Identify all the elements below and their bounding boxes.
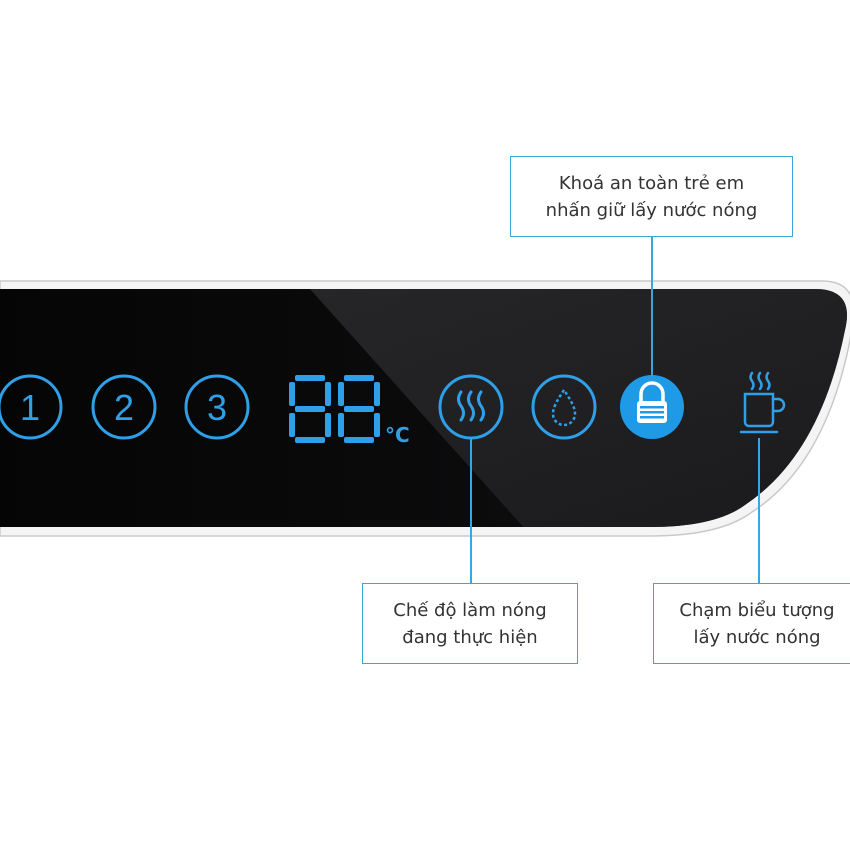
child-lock-callout-line1: Khoá an toàn trẻ em	[558, 172, 745, 194]
hot-cup-icon	[739, 371, 786, 434]
heat-callout-connector	[470, 438, 472, 583]
preset-button-3-label: 3	[207, 387, 227, 428]
water-drop-icon	[551, 387, 577, 427]
heat-mode-callout: Chế độ làm nóng đang thực hiện	[362, 583, 578, 664]
preset-button-1[interactable]: 1	[0, 374, 63, 440]
hot-water-callout-line2: lấy nước nóng	[693, 626, 821, 648]
temperature-display: °C	[289, 375, 410, 447]
hot-water-button[interactable]	[739, 371, 786, 434]
preset-button-2-label: 2	[114, 387, 134, 428]
cup-callout-connector	[758, 438, 760, 583]
seven-segment-digit-2	[338, 375, 380, 443]
control-panel	[0, 289, 847, 527]
child-lock-button[interactable]	[620, 375, 684, 439]
hot-water-callout-line1: Chạm biểu tượng	[679, 599, 835, 621]
water-button[interactable]	[531, 374, 597, 440]
heat-wave-icon	[457, 390, 485, 422]
temperature-unit: °C	[385, 423, 410, 447]
glass-reflection	[310, 289, 847, 527]
preset-button-1-label: 1	[20, 387, 40, 428]
child-lock-callout-line2: nhấn giữ lấy nước nóng	[545, 199, 758, 221]
preset-button-2[interactable]: 2	[91, 374, 157, 440]
hot-water-callout: Chạm biểu tượng lấy nước nóng	[653, 583, 850, 664]
lock-callout-connector	[651, 237, 653, 376]
seven-segment-digit-1	[289, 375, 331, 443]
lock-icon	[637, 381, 667, 423]
preset-button-3[interactable]: 3	[184, 374, 250, 440]
heat-mode-callout-line1: Chế độ làm nóng	[393, 599, 547, 621]
child-lock-callout: Khoá an toàn trẻ em nhấn giữ lấy nước nó…	[510, 156, 793, 237]
heat-mode-callout-line2: đang thực hiện	[402, 626, 538, 648]
